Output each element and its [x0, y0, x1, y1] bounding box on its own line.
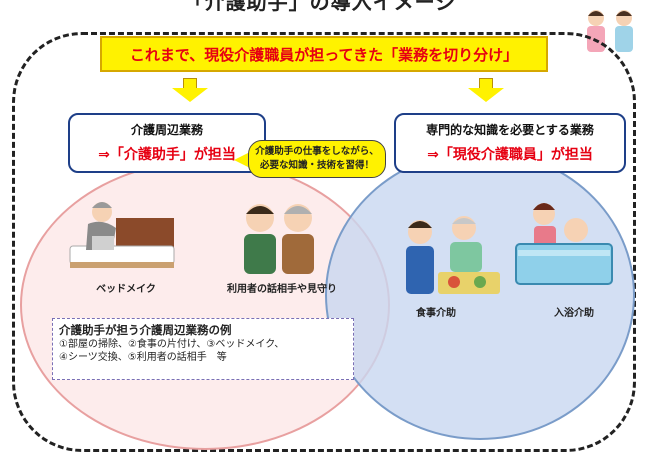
care-assistant-heading: 介護周辺業務 [130, 123, 203, 137]
bed-make-caption: ベッドメイク [96, 284, 156, 295]
examples-box: 介護助手が担う介護周辺業務の例 ①部屋の掃除、②食事の片付け、③ベッドメイク、 … [52, 318, 354, 380]
examples-line-2: ④シーツ交換、⑤利用者の話相手 等 [59, 352, 227, 363]
specialist-tasks-area [325, 150, 635, 440]
care-staff-box: 専門的な知識を必要とする業務 ⇒「現役介護職員」が担当 [394, 113, 626, 173]
conversation-illustration [244, 204, 314, 274]
bed-making-illustration [69, 202, 175, 268]
bath-assistance-illustration [515, 203, 613, 285]
task-split-banner: これまで、現役介護職員が担ってきた「業務を切り分け」 [100, 36, 548, 72]
page-title: 「介護助手」の導入イメージ [183, 0, 457, 14]
meal-assistance-illustration [406, 216, 500, 294]
care-assistant-role: ⇒「介護助手」が担当 [98, 147, 236, 163]
talk-watch-caption: 利用者の話相手や見守り [227, 284, 337, 295]
examples-heading: 介護助手が担う介護周辺業務の例 [59, 323, 232, 337]
care-staff-role: ⇒「現役介護職員」が担当 [427, 147, 593, 163]
care-staff-heading: 専門的な知識を必要とする業務 [426, 123, 594, 137]
bubble-tail [234, 152, 250, 168]
bubble-line-2: 必要な知識・技術を習得！ [259, 160, 374, 171]
bath-caption: 入浴介助 [554, 308, 594, 319]
care-assistant-box: 介護周辺業務 ⇒「介護助手」が担当 [68, 113, 266, 173]
skill-bubble: 介護助手の仕事をしながら、 必要な知識・技術を習得！ [248, 140, 386, 178]
examples-line-1: ①部屋の掃除、②食事の片付け、③ベッドメイク、 [59, 339, 285, 350]
bubble-line-1: 介護助手の仕事をしながら、 [255, 146, 379, 157]
meal-caption: 食事介助 [416, 308, 456, 319]
